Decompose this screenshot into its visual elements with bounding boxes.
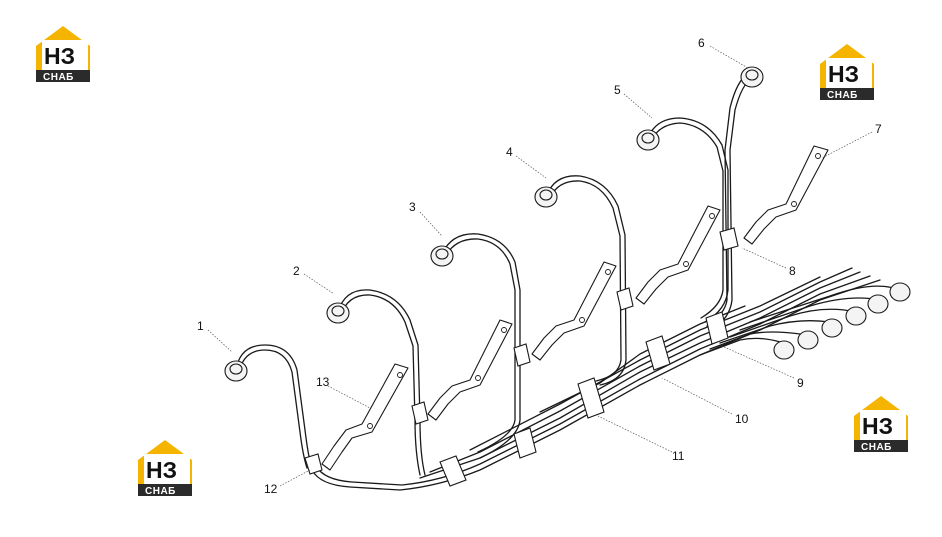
injector-nut-1 xyxy=(224,360,248,382)
pump-nuts xyxy=(773,282,911,360)
injector-nut-6 xyxy=(740,66,764,88)
injector-nut-3 xyxy=(430,245,454,267)
callout-labels: 1 2 3 4 5 6 7 8 9 10 11 12 13 xyxy=(197,36,882,496)
bracket-7 xyxy=(743,145,829,245)
bracket-13 xyxy=(321,363,409,471)
logo-word: СНАБ xyxy=(827,90,858,101)
callout-12: 12 xyxy=(264,482,278,496)
bracket-4 xyxy=(635,205,721,305)
callout-1: 1 xyxy=(197,319,204,333)
injector-nut-4 xyxy=(534,186,558,208)
brackets xyxy=(321,145,829,471)
injector-nut-2 xyxy=(326,302,350,324)
bracket-2 xyxy=(427,319,513,421)
logo-letters: НЗ xyxy=(44,43,75,69)
clip-12 xyxy=(304,453,323,475)
callout-9: 9 xyxy=(797,376,804,390)
clip-10 xyxy=(645,335,671,371)
brand-logo-top-right: НЗ СНАБ xyxy=(816,40,878,102)
leader-lines xyxy=(207,45,873,487)
callout-7: 7 xyxy=(875,122,882,136)
logo-letters: НЗ xyxy=(828,61,859,87)
logo-letters: НЗ xyxy=(862,413,893,439)
brand-logo-bottom-left: НЗ СНАБ xyxy=(134,436,196,498)
callout-2: 2 xyxy=(293,264,300,278)
clips xyxy=(304,227,739,487)
logo-word: СНАБ xyxy=(43,72,74,83)
callout-5: 5 xyxy=(614,83,621,97)
callout-10: 10 xyxy=(735,412,749,426)
injector-nuts xyxy=(224,66,911,382)
clip-9 xyxy=(705,311,729,345)
logo-word: СНАБ xyxy=(861,442,892,453)
callout-4: 4 xyxy=(506,145,513,159)
brand-logo-right: НЗ СНАБ xyxy=(850,392,912,454)
injector-nut-5 xyxy=(636,129,660,151)
callout-3: 3 xyxy=(409,200,416,214)
callout-6: 6 xyxy=(698,36,705,50)
callout-8: 8 xyxy=(789,264,796,278)
clip-11 xyxy=(577,377,605,419)
logo-letters: НЗ xyxy=(146,457,177,483)
bracket-3 xyxy=(531,261,617,361)
brand-logo-top-left: НЗ СНАБ xyxy=(32,22,94,84)
logo-word: СНАБ xyxy=(145,486,176,497)
clip-8 xyxy=(719,227,739,251)
callout-13: 13 xyxy=(316,375,330,389)
callout-11: 11 xyxy=(672,449,685,463)
